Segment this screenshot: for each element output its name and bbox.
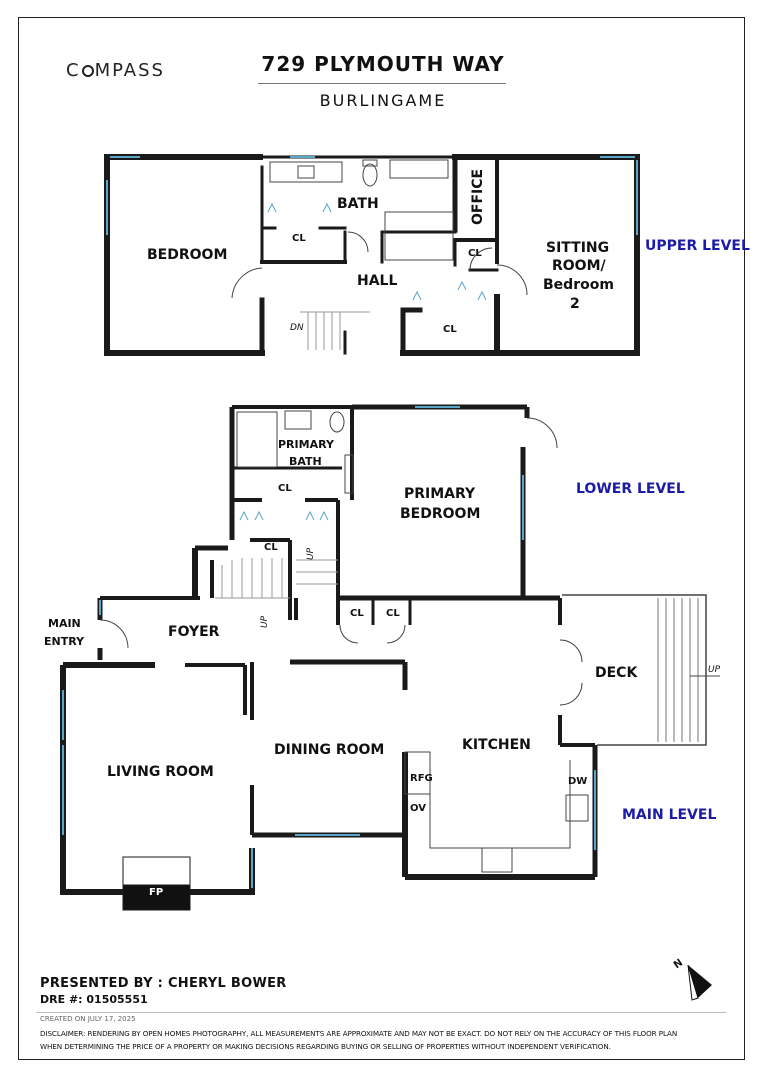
stair-up-main-label: UP [260,615,270,628]
main-level-plan [60,545,598,911]
room-living-room: LIVING ROOM [107,764,214,780]
stair-up-lower-label: UP [306,547,316,560]
appliance-refrigerator: RFG [410,773,433,784]
upper-level-label: UPPER LEVEL [645,238,750,254]
room-kitchen: KITCHEN [462,737,531,753]
closet-main-b: CL [386,608,400,619]
room-foyer: FOYER [168,624,220,640]
closet-office: CL [468,248,482,259]
room-sitting-line2: ROOM/ [552,258,607,274]
dre-number: DRE #: 01505551 [40,993,148,1006]
property-city: BURLINGAME [319,91,447,110]
closet-hall: CL [443,324,457,335]
room-deck: DECK [595,665,638,681]
room-main-entry-line2: ENTRY [44,635,85,648]
room-sitting-line1: SITTING [546,240,609,256]
upper-windows [106,156,638,235]
upper-fixtures [231,159,528,350]
closet-main-a: CL [350,608,364,619]
appliance-oven: OV [410,803,426,814]
room-office: OFFICE [470,169,486,225]
room-primary-bedroom-line2: BEDROOM [400,506,480,522]
disclaimer-line-1: DISCLAIMER: RENDERING BY OPEN HOMES PHOT… [40,1029,678,1038]
page-border [18,17,745,1060]
north-arrow-icon: N [672,957,712,1001]
room-primary-bath-line1: PRIMARY [278,438,335,451]
lower-level-plan [229,404,530,620]
deck-stair-up-label: UP [708,665,721,675]
appliance-dishwasher: DW [568,776,587,787]
main-windows [62,600,596,888]
closet-lower-2: CL [264,542,278,553]
closet-bath: CL [292,233,306,244]
lower-level-label: LOWER LEVEL [576,481,685,497]
lower-windows [415,406,524,540]
room-sitting-line4: 2 [570,296,580,312]
fireplace-label: FP [149,887,163,898]
property-address: 729 PLYMOUTH WAY [261,52,505,76]
room-bath: BATH [337,196,379,212]
room-dining-room: DINING ROOM [274,742,384,758]
room-primary-bedroom-line1: PRIMARY [404,486,476,502]
main-level-label: MAIN LEVEL [622,807,716,823]
room-hall: HALL [357,273,397,289]
stair-down-label: DN [290,323,304,333]
disclaimer: DISCLAIMER: RENDERING BY OPEN HOMES PHOT… [40,1027,730,1053]
room-primary-bath-line2: BATH [289,455,322,468]
footer-divider [36,1012,726,1013]
closet-lower-1: CL [278,483,292,494]
room-main-entry-line1: MAIN [48,617,81,630]
lower-fixtures [236,410,558,521]
room-bedroom: BEDROOM [147,247,227,263]
created-date: CREATED ON JULY 17, 2025 [40,1015,136,1023]
room-sitting-line3: Bedroom [543,277,614,293]
header-divider [258,83,506,84]
presented-by: PRESENTED BY : CHERYL BOWER [40,976,287,991]
disclaimer-line-2: WHEN DETERMINING THE PRICE OF A PROPERTY… [40,1042,611,1051]
svg-text:N: N [672,957,685,971]
main-fixtures [99,558,720,873]
